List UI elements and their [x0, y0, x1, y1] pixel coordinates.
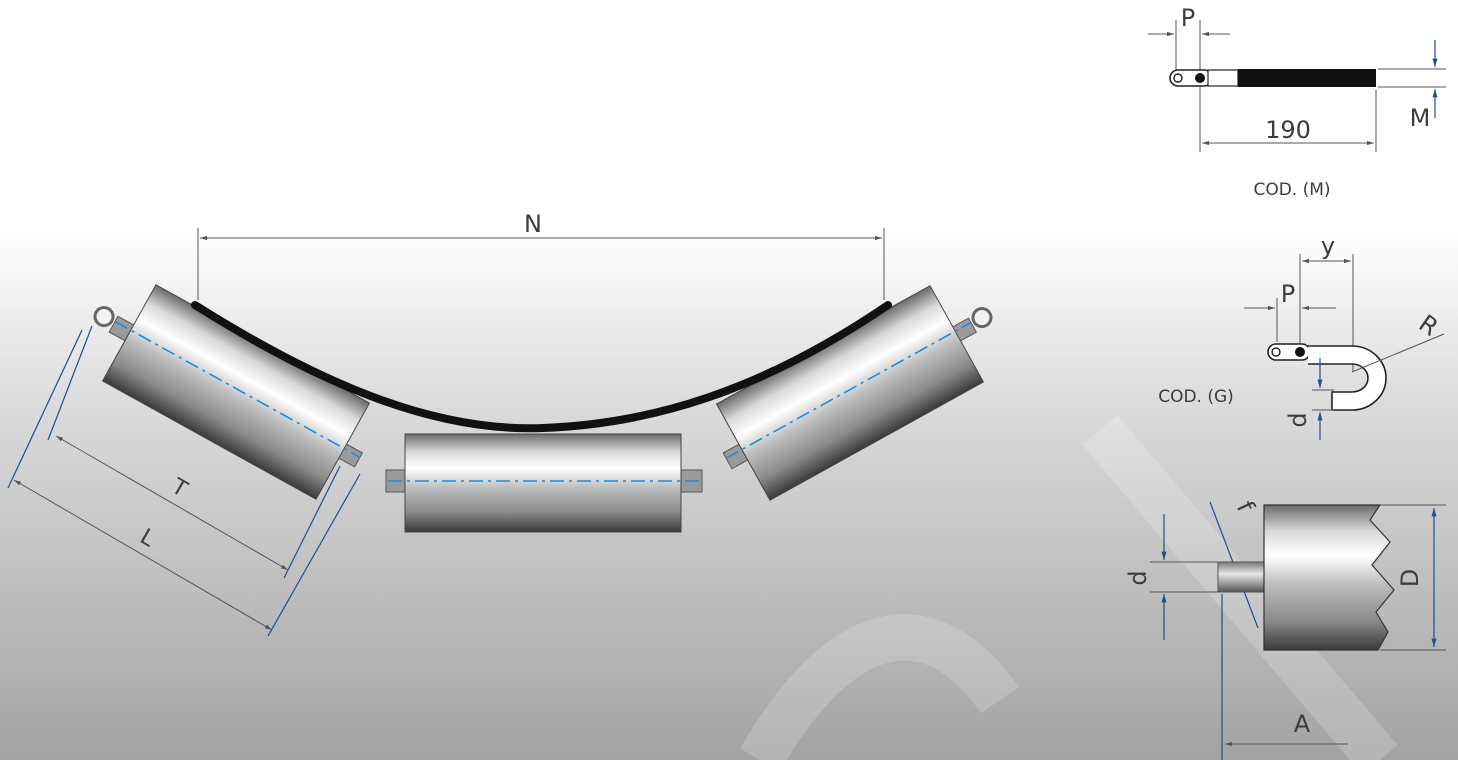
dimension-n: N [197, 210, 885, 300]
detail-g-label-d: d [1284, 412, 1312, 427]
detail-m-caption: COD. (M) [1253, 180, 1330, 200]
right-roller [715, 285, 993, 501]
detail-roller-label-d: d [1124, 570, 1152, 585]
roller-cutaway [1263, 504, 1395, 651]
detail-g-label-p: P [1281, 280, 1295, 308]
detail-roller-label-f: f [1231, 497, 1260, 517]
center-roller [385, 433, 703, 533]
detail-roller: f D d A [1124, 497, 1446, 760]
label-t: T [166, 474, 191, 503]
detail-roller-label-a: A [1294, 710, 1311, 738]
belt-section [1238, 69, 1376, 87]
left-eye-bolt-icon [93, 306, 115, 328]
detail-m: P M 190 COD. (M) [1148, 4, 1446, 200]
conveyor-belt [191, 301, 892, 433]
hex-nut-icon [1195, 73, 1205, 83]
hook-shape [1308, 345, 1387, 411]
label-l: L [136, 524, 160, 552]
detail-roller-label-big-d: D [1396, 569, 1424, 587]
right-eye-bolt-icon [971, 307, 993, 329]
detail-g-caption: COD. (G) [1158, 387, 1234, 407]
detail-m-label-m: M [1410, 104, 1431, 132]
detail-m-label-p: P [1181, 4, 1195, 32]
detail-m-label-190: 190 [1265, 116, 1311, 144]
label-n: N [524, 210, 542, 238]
hook-nut-icon [1295, 347, 1305, 357]
detail-g: y P R d COD. (G) [1158, 232, 1445, 440]
watermark [740, 415, 1398, 760]
detail-g-label-y: y [1321, 232, 1335, 260]
detail-g-label-r: R [1414, 309, 1444, 342]
